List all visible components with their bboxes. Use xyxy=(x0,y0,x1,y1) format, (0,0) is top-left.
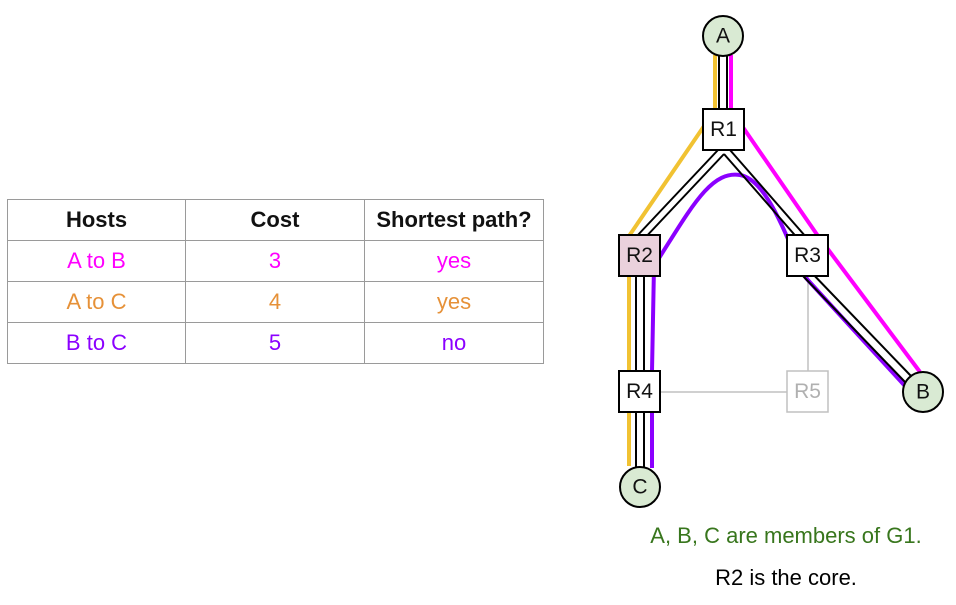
router-r2-core: R2 xyxy=(618,234,661,277)
svg-text:R2: R2 xyxy=(626,244,653,267)
row-shortest-a-to-b: yes xyxy=(364,240,544,282)
router-r1: R1 xyxy=(702,108,745,151)
table-header-row: Hosts Cost Shortest path? xyxy=(7,199,544,241)
svg-text:R5: R5 xyxy=(794,380,821,403)
header-hosts: Hosts xyxy=(7,199,186,241)
table-row: A to C 4 yes xyxy=(7,281,544,323)
router-r4: R4 xyxy=(618,370,661,413)
row-cost-b-to-c: 5 xyxy=(185,322,365,364)
row-shortest-a-to-c: yes xyxy=(364,281,544,323)
host-b: B xyxy=(902,371,944,413)
svg-text:R3: R3 xyxy=(794,244,821,267)
svg-text:R1: R1 xyxy=(710,118,737,141)
host-c: C xyxy=(619,466,661,508)
row-hosts-b-to-c: B to C xyxy=(7,322,186,364)
path-a-to-b xyxy=(729,55,922,374)
header-shortest-path: Shortest path? xyxy=(364,199,544,241)
router-r5-inactive: R5 xyxy=(786,370,829,413)
path-b-to-c xyxy=(650,172,907,468)
router-r3: R3 xyxy=(786,234,829,277)
svg-text:R4: R4 xyxy=(626,380,653,403)
tree-links xyxy=(635,54,912,468)
header-cost: Cost xyxy=(185,199,365,241)
cost-table: Hosts Cost Shortest path? A to B 3 yes A… xyxy=(7,199,544,364)
svg-text:A: A xyxy=(716,25,730,48)
core-note: R2 is the core. xyxy=(715,565,857,590)
host-a: A xyxy=(702,15,744,57)
svg-text:C: C xyxy=(632,476,647,499)
row-hosts-a-to-c: A to C xyxy=(7,281,186,323)
group-members-note: A, B, C are members of G1. xyxy=(650,523,922,548)
row-shortest-b-to-c: no xyxy=(364,322,544,364)
table-row: B to C 5 no xyxy=(7,322,544,364)
svg-text:B: B xyxy=(916,381,930,404)
